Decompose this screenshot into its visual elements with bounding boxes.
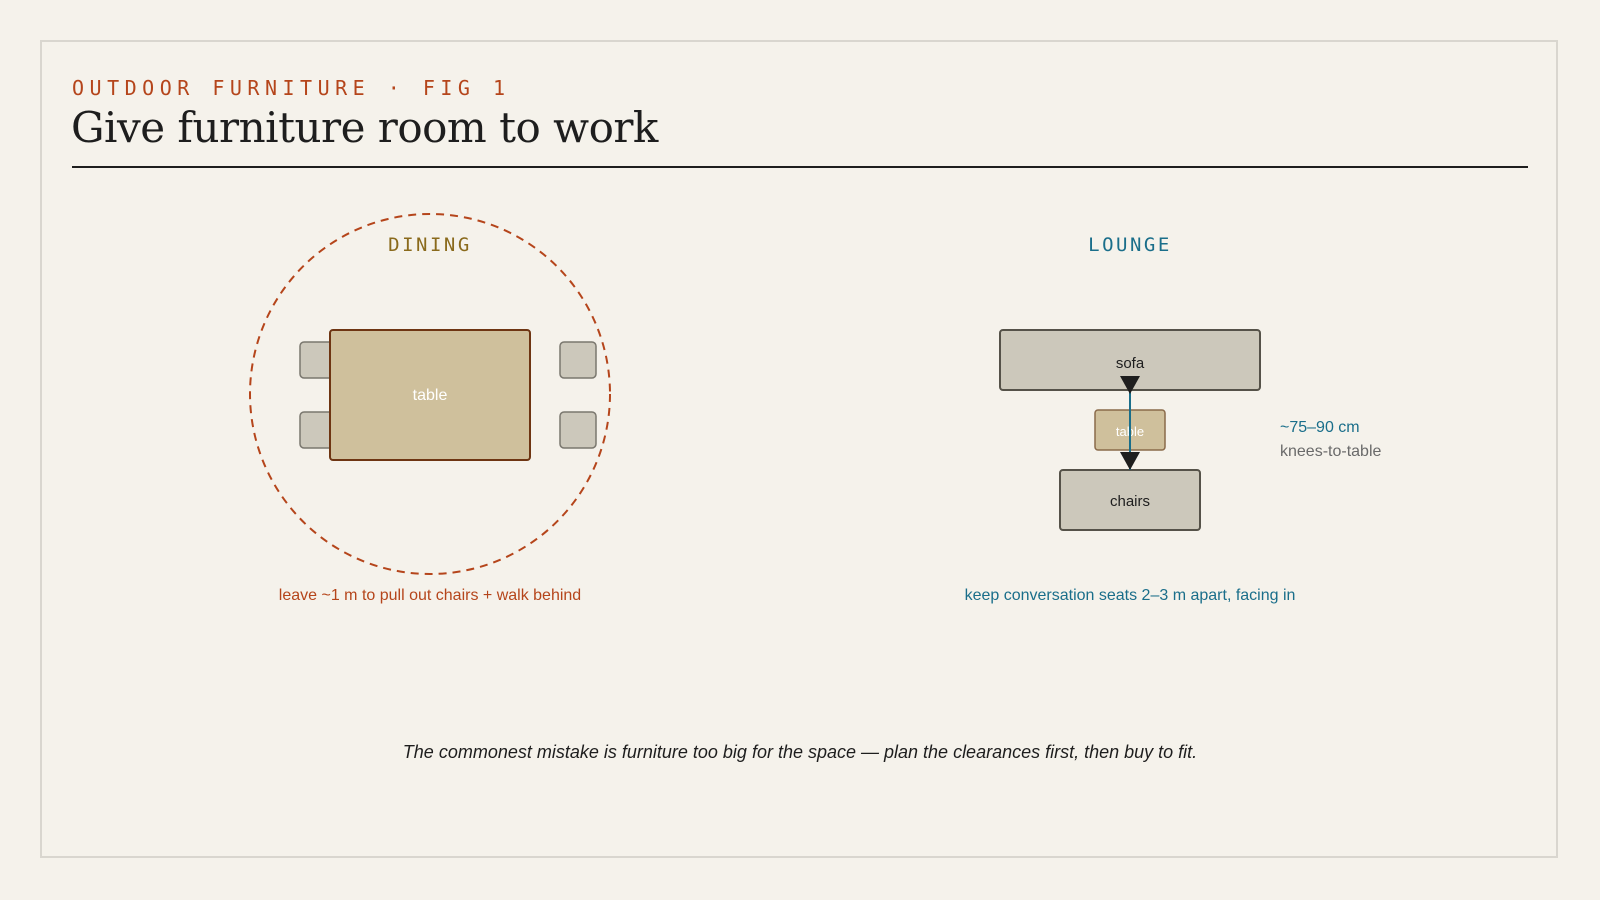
figure-frame: [40, 40, 1558, 858]
lounge-chairs-label: chairs: [1110, 493, 1150, 510]
lounge-note: keep conversation seats 2–3 m apart, fac…: [965, 587, 1296, 604]
lounge-label: LOUNGE: [1088, 234, 1172, 256]
dining-chair-right-top: [559, 341, 597, 379]
dining-label: DINING: [388, 234, 472, 256]
knee-clearance-value: ~75–90 cm: [1280, 419, 1360, 436]
dining-note: leave ~1 m to pull out chairs + walk beh…: [279, 587, 581, 604]
dimension-arrow-bottom: [1120, 452, 1140, 470]
figure-title: Give furniture room to work: [71, 103, 658, 152]
lounge-panel: LOUNGE sofa table chairs ~75–90 cm knees…: [965, 234, 1382, 604]
figure-kicker: OUTDOOR FURNITURE · FIG 1: [72, 76, 511, 100]
lounge-sofa-label: sofa: [1116, 355, 1145, 372]
dining-table: [329, 329, 531, 461]
dimension-arrow-top: [1120, 376, 1140, 394]
knee-clearance-caption: knees-to-table: [1280, 443, 1381, 460]
dining-chair-right-bottom: [559, 411, 597, 449]
dining-panel: DINING table leave ~1 m to pull out chai…: [249, 213, 611, 604]
title-rule: [72, 166, 1528, 168]
dining-table-label: table: [413, 387, 448, 404]
dining-clearance-circle: [249, 213, 611, 575]
footer-caption: The commonest mistake is furniture too b…: [402, 742, 1198, 762]
